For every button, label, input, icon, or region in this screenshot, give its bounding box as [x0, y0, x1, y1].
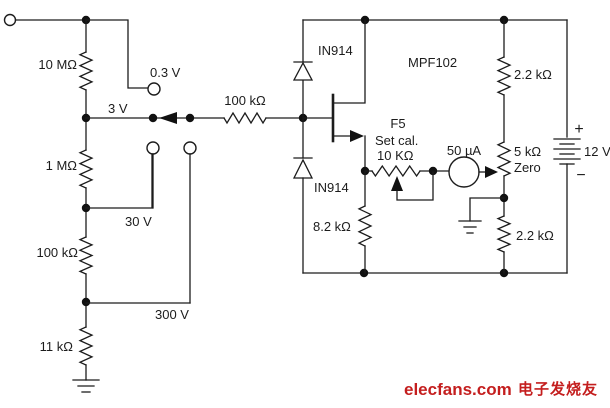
meter-circle — [448, 156, 480, 188]
resistor-11k — [78, 326, 94, 366]
label-resistor-10m: 10 MΩ — [38, 57, 77, 72]
label-tap-3v: 3 V — [108, 101, 128, 116]
ground-symbol-main — [72, 379, 100, 393]
label-cal-designator: F5 — [390, 116, 405, 131]
supply-rails — [302, 15, 568, 278]
meter-50ua: 50 µA — [447, 143, 498, 188]
tap-terminal-300v — [183, 141, 197, 155]
watermark-site: elecfans.com — [404, 380, 512, 399]
input-terminal-circle — [3, 13, 17, 27]
label-resistor-11k: 11 kΩ — [40, 339, 74, 354]
resistor-8-2k — [357, 205, 373, 247]
jfet-mpf102: MPF102 — [302, 19, 457, 176]
label-cal-value: 10 KΩ — [377, 148, 414, 163]
label-resistor-100k-series: 100 kΩ — [224, 93, 266, 108]
label-resistor-2-2k-lower: 2.2 kΩ — [516, 228, 554, 243]
pot-5k-element — [496, 141, 512, 177]
resistor-10m — [78, 51, 94, 91]
pot-10k-wiper-link — [396, 171, 434, 201]
tap-terminal-0-3v — [147, 82, 161, 96]
resistor-1m — [78, 149, 94, 189]
label-resistor-100k-divider: 100 kΩ — [36, 245, 78, 260]
pot-10k-wiper-arrow-icon — [391, 176, 403, 191]
junction-dot — [148, 113, 158, 123]
label-resistor-8-2k: 8.2 kΩ — [313, 219, 351, 234]
input-terminal — [3, 13, 91, 27]
label-battery-minus: − — [576, 167, 585, 184]
junction-dot — [359, 268, 369, 278]
jfet-source-arrow-icon — [350, 130, 364, 142]
resistor-100k-series — [223, 111, 267, 125]
label-tap-30v: 30 V — [125, 214, 152, 229]
resistor-100k-divider — [78, 236, 94, 275]
resistor-2-2k-lower — [496, 215, 512, 253]
label-resistor-2-2k-upper: 2.2 kΩ — [514, 67, 552, 82]
jfet-drain-lead — [333, 19, 366, 104]
label-transistor: MPF102 — [408, 55, 457, 70]
resistor-2-2k-upper — [496, 56, 512, 96]
label-battery-value: 12 V — [584, 144, 610, 159]
label-meter: 50 µA — [447, 143, 482, 158]
label-battery-plus: + — [574, 121, 583, 138]
label-cal-function: Set cal. — [375, 133, 418, 148]
label-resistor-1m: 1 MΩ — [46, 158, 78, 173]
battery-12v: + − 12 V — [553, 19, 610, 274]
range-taps: 0.3 V 3 V 30 V 300 V — [85, 19, 225, 322]
protection-diodes: IN914 IN914 — [292, 19, 353, 274]
range-divider: 10 MΩ 1 MΩ 100 kΩ 11 kΩ — [36, 19, 100, 393]
calibration-potentiometer: F5 Set cal. 10 KΩ — [364, 116, 450, 201]
diode-lower-icon — [292, 158, 314, 179]
junction-dot-300v — [81, 297, 91, 307]
ground-symbol-meter — [458, 197, 505, 234]
label-tap-300v: 300 V — [155, 307, 189, 322]
meter-to-zero-arrow-icon — [485, 166, 498, 178]
pot-10k-element — [371, 164, 421, 178]
label-zero-pot-value: 5 kΩ — [514, 144, 541, 159]
label-tap-0-3v: 0.3 V — [150, 65, 181, 80]
watermark-tagline: 电子发烧友 — [518, 380, 598, 398]
label-diode-lower: IN914 — [314, 180, 349, 195]
label-diode-upper: IN914 — [318, 43, 353, 58]
source-resistor: 8.2 kΩ — [313, 170, 373, 274]
junction-dot — [428, 166, 438, 176]
range-selector-arrow-icon — [159, 112, 177, 124]
label-zero-pot-function: Zero — [514, 160, 541, 175]
input-series-resistor: 100 kΩ — [223, 93, 308, 125]
tap-terminal-30v — [146, 141, 160, 155]
diode-upper-icon — [292, 61, 314, 81]
zero-branch: 2.2 kΩ 5 kΩ Zero 2.2 kΩ — [458, 19, 554, 274]
junction-dot — [185, 113, 195, 123]
watermark: elecfans.com 电子发烧友 — [404, 380, 598, 399]
